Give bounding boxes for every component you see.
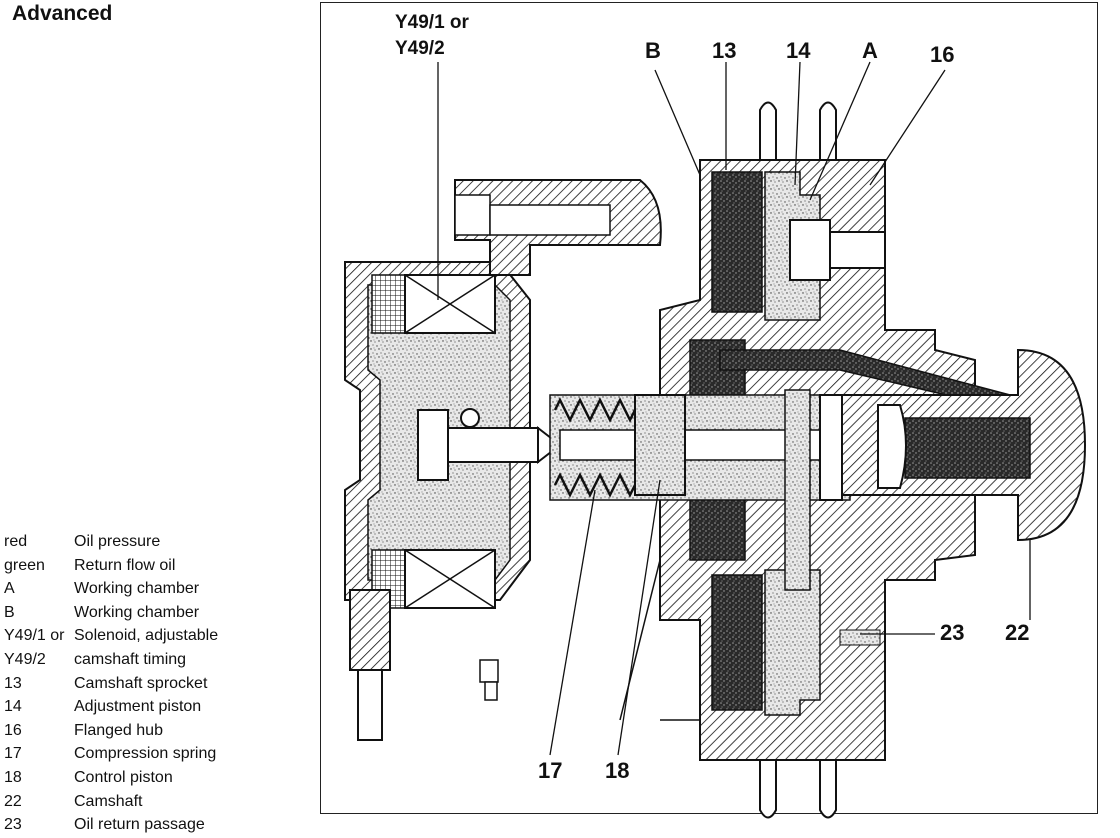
callout-17: 17 (538, 758, 563, 783)
legend-text: Oil pressure (74, 533, 161, 550)
legend-row: green Return flow oil (4, 554, 218, 578)
callout-a: A (862, 38, 878, 63)
compression-spring (553, 397, 637, 498)
legend-row: 18 Control piston (4, 766, 218, 790)
leader-line-b (654, 69, 701, 176)
legend-text: Working chamber (74, 580, 200, 598)
legend-key: B (4, 603, 15, 621)
legend-key: 13 (4, 674, 22, 692)
solenoid-connector (454, 179, 662, 276)
camshaft (819, 348, 1087, 542)
legend-row: A Working chamber (4, 577, 218, 601)
callout-13: 13 (712, 38, 737, 63)
legend: red Oil pressure green Return flow oil A Wo… (4, 530, 218, 837)
legend-key: Y49/2 (4, 650, 46, 668)
diagram-frame (320, 2, 1098, 814)
legend-row: B Working chamber (4, 601, 218, 625)
callout-22: 22 (1005, 620, 1030, 645)
legend-row: red Oil pressure (4, 530, 218, 554)
legend-text: Flanged hub (74, 721, 163, 739)
callout-solenoid-line2: Y49/2 (395, 38, 445, 59)
callout-16: 16 (930, 42, 955, 67)
working-chamber-b (711, 171, 763, 711)
legend-key: 23 (4, 816, 22, 834)
legend-text: Oil return passage (74, 816, 205, 834)
solenoid-plug (349, 589, 499, 741)
legend-text: Control piston (74, 768, 173, 786)
callout-14: 14 (786, 38, 811, 63)
legend-key: A (4, 580, 15, 598)
legend-text: Camshaft (74, 792, 143, 810)
leader-line-18 (617, 479, 661, 756)
control-piston (634, 394, 686, 496)
callout-b: B (645, 38, 661, 63)
solenoid-plunger (417, 408, 562, 481)
legend-row: 13 Camshaft sprocket (4, 672, 218, 696)
upper-solenoid-coil (371, 274, 496, 334)
legend-key: 14 (4, 698, 22, 716)
leader-line-17 (549, 489, 596, 756)
leader-line-a (809, 61, 871, 201)
guide-lines (619, 559, 700, 721)
leader-line-16 (869, 69, 946, 186)
legend-text: camshaft timing (74, 650, 187, 668)
legend-key: 17 (4, 745, 22, 763)
legend-row: Y49/2 camshaft timing (4, 648, 218, 672)
legend-row: 16 Flanged hub (4, 719, 218, 743)
legend-row: 23 Oil return passage (4, 813, 218, 837)
legend-row: Y49/1 or Solenoid, adjustable (4, 624, 218, 648)
callout-23: 23 (940, 620, 965, 645)
legend-row: 22 Camshaft (4, 790, 218, 814)
flanged-hub-bolt (789, 219, 886, 281)
legend-key: green (4, 556, 45, 574)
legend-key: 18 (4, 768, 22, 786)
legend-key: 22 (4, 792, 22, 810)
page-title: Advanced (12, 2, 113, 25)
legend-text: Working chamber (74, 603, 200, 621)
leader-line-14 (794, 61, 801, 186)
legend-text: Compression spring (74, 745, 217, 763)
legend-text: Solenoid, adjustable (74, 627, 219, 645)
legend-text: Return flow oil (74, 556, 176, 574)
legend-key: 16 (4, 721, 22, 739)
legend-key: Y49/1 or (4, 627, 65, 645)
legend-row: 17 Compression spring (4, 742, 218, 766)
legend-row: 14 Adjustment piston (4, 695, 218, 719)
legend-key: red (4, 533, 28, 550)
oil-return-channel (719, 349, 1011, 646)
callout-18: 18 (605, 758, 630, 783)
leader-lines (437, 61, 1031, 756)
legend-text: Adjustment piston (74, 698, 202, 716)
working-chamber-a (764, 171, 821, 716)
legend-text: Camshaft sprocket (74, 674, 208, 692)
callout-solenoid-line1: Y49/1 or (395, 12, 469, 33)
